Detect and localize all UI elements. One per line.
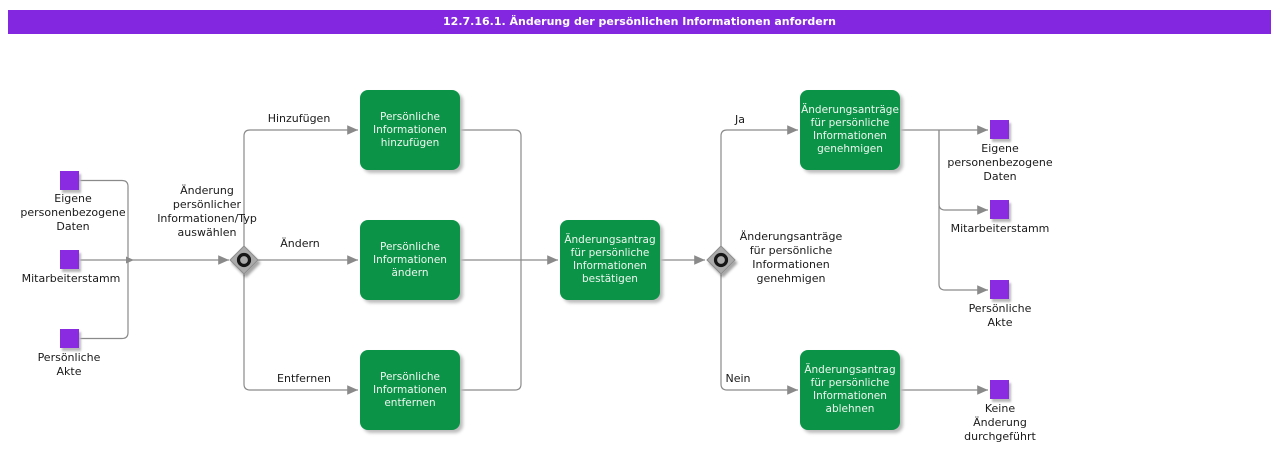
edge-nein	[720, 274, 798, 395]
edge-label-hinzufuegen: Hinzufügen	[267, 112, 331, 125]
gateway-antraege-genehmigen[interactable]	[706, 245, 736, 275]
task-label: Änderungsantrag für persönliche Informat…	[804, 364, 896, 415]
task-informationen-aendern[interactable]: Persönliche Informationen ändern	[360, 220, 460, 300]
task-label: Änderungsanträge für persönliche Informa…	[801, 104, 899, 155]
data-object-mitarbeiterstamm-icon[interactable]	[60, 250, 79, 269]
data-object-eigene-daten-icon[interactable]	[60, 171, 79, 190]
gateway-or-icon	[713, 252, 729, 268]
edge-label-nein: Nein	[725, 372, 751, 385]
edge-label-aendern: Ändern	[280, 237, 320, 250]
edge-entfernen	[243, 274, 358, 395]
edge-input-persoenliche-akte	[79, 260, 129, 340]
edge-label-ja: Ja	[735, 113, 745, 126]
edge-entfernen-out	[460, 260, 522, 391]
task-informationen-entfernen[interactable]: Persönliche Informationen entfernen	[360, 350, 460, 430]
gateway-informationstyp-auswaehlen[interactable]	[229, 245, 259, 275]
label-input-mitarbeiterstamm: Mitarbeiterstamm	[21, 272, 121, 285]
data-object-out-persoenliche-akte-icon[interactable]	[990, 280, 1009, 299]
data-object-out-eigene-daten-icon[interactable]	[990, 120, 1009, 139]
edge-input-eigene-daten	[79, 179, 129, 260]
label-output-keine-aenderung: Keine Änderung durchgeführt	[964, 402, 1036, 443]
label-gateway-genehmigen: Änderungsanträge für persönliche Informa…	[739, 230, 843, 285]
edge-out-persoenliche-akte	[938, 130, 988, 295]
task-label: Persönliche Informationen ändern	[373, 240, 447, 279]
task-label: Änderungsantrag für persönliche Informat…	[564, 234, 656, 285]
task-antraege-genehmigen[interactable]: Änderungsanträge für persönliche Informa…	[800, 90, 900, 170]
edge-label-entfernen: Entfernen	[277, 372, 331, 385]
diagram-title-bar: 12.7.16.1. Änderung der persönlichen Inf…	[8, 10, 1271, 34]
label-output-mitarbeiterstamm: Mitarbeiterstamm	[950, 222, 1050, 235]
task-label: Persönliche Informationen hinzufügen	[373, 110, 447, 149]
edge-hinzufuegen-out	[460, 129, 522, 260]
label-output-persoenliche-akte: Persönliche Akte	[968, 302, 1032, 329]
edge-hinzufuegen	[243, 125, 358, 246]
data-object-out-mitarbeiterstamm-icon[interactable]	[990, 200, 1009, 219]
task-informationen-hinzufuegen[interactable]: Persönliche Informationen hinzufügen	[360, 90, 460, 170]
label-gateway-auswaehlen: Änderung persönlicher Informationen/Typ …	[157, 184, 257, 239]
label-input-eigene-daten: Eigene personenbezogene Daten	[20, 192, 126, 233]
task-label: Persönliche Informationen entfernen	[373, 370, 447, 409]
task-antrag-bestaetigen[interactable]: Änderungsantrag für persönliche Informat…	[560, 220, 660, 300]
label-output-eigene-daten: Eigene personenbezogene Daten	[947, 142, 1053, 183]
gateway-or-icon	[236, 252, 252, 268]
edge-ja	[720, 125, 798, 246]
task-antrag-ablehnen[interactable]: Änderungsantrag für persönliche Informat…	[800, 350, 900, 430]
data-object-keine-aenderung-icon[interactable]	[990, 380, 1009, 399]
label-input-persoenliche-akte: Persönliche Akte	[37, 351, 101, 378]
merge-arrowhead	[126, 256, 134, 264]
data-object-persoenliche-akte-icon[interactable]	[60, 329, 79, 348]
